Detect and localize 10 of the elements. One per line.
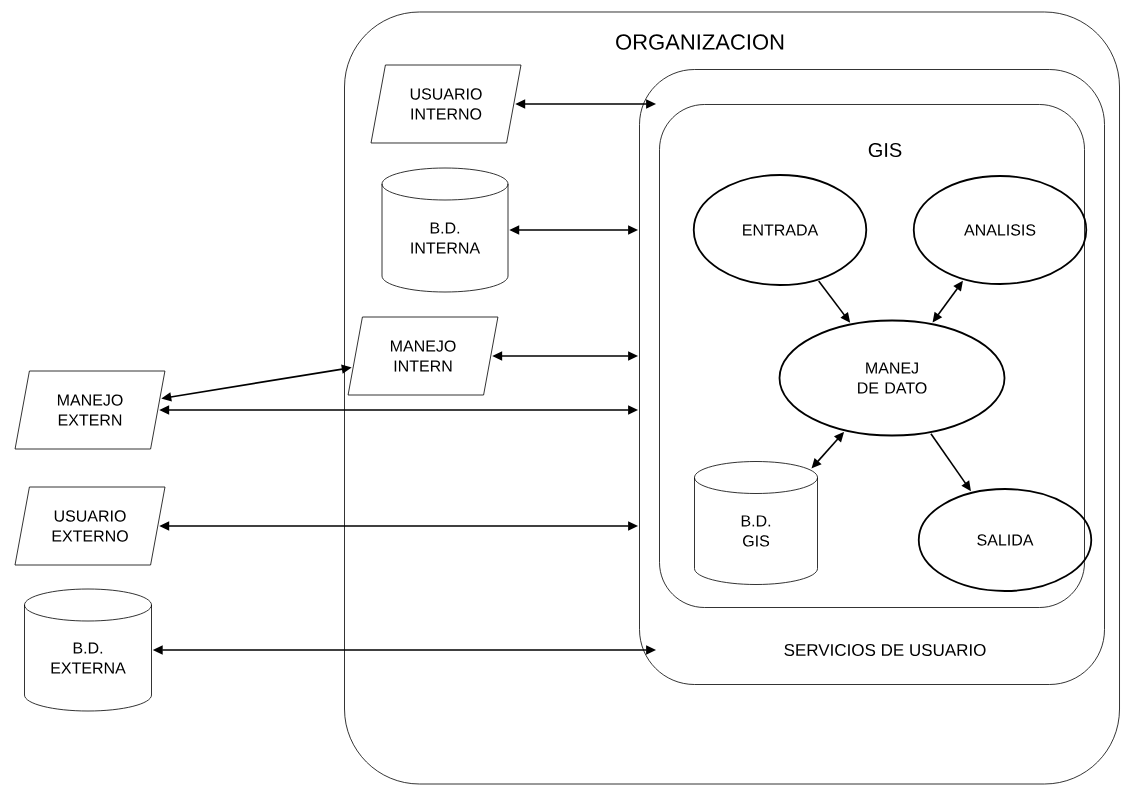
- node-label: B.D. INTERNA: [411, 222, 481, 254]
- parallelogram-box: USUARIO INTERNO: [370, 64, 522, 144]
- database-cylinder: B.D. EXTERNA: [24, 588, 152, 712]
- node-label: B.D. GIS: [741, 515, 771, 547]
- parallelogram-box: USUARIO EXTERNO: [14, 486, 166, 566]
- parallelogram-box: MANEJO EXTERN: [14, 370, 166, 450]
- database-cylinder: B.D. INTERNA: [381, 167, 509, 293]
- database-cylinder: B.D. GIS: [694, 461, 818, 585]
- parallelogram-box: MANEJO INTERN: [347, 316, 499, 396]
- node-label: B.D. EXTERNA: [51, 642, 126, 674]
